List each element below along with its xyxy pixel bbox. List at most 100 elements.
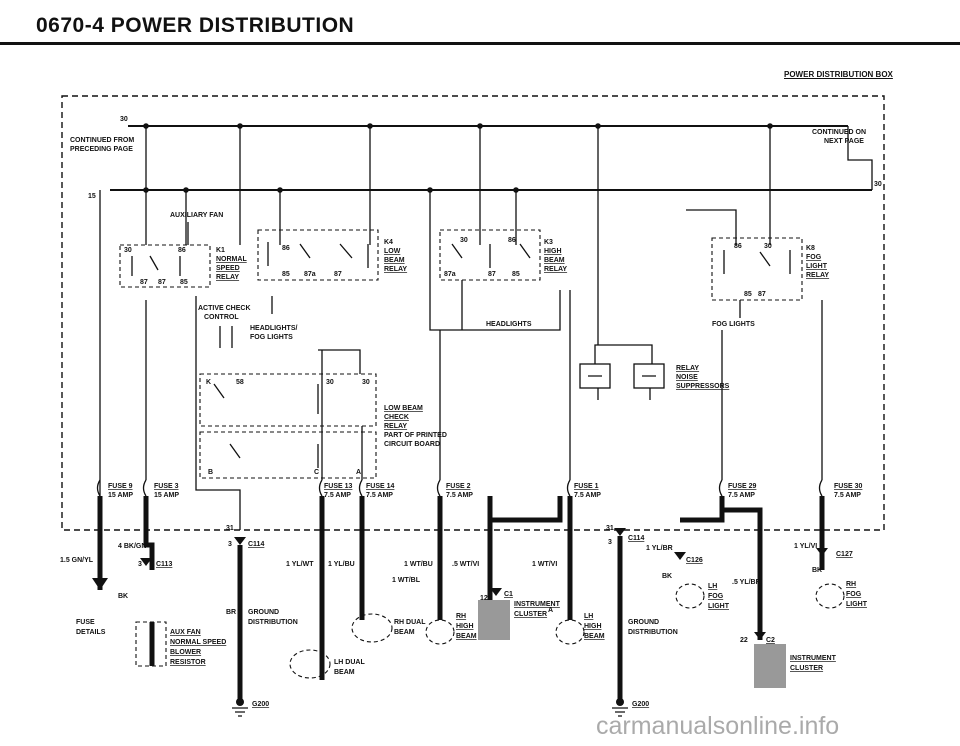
k1-pin-87b: 87 <box>140 279 148 286</box>
check-pin-k: K <box>206 379 211 386</box>
fuse-3-name: FUSE 3 <box>154 483 179 490</box>
aux-fan-bracket <box>135 621 167 667</box>
conn-pin3c: 3 <box>608 539 612 546</box>
relay-k3: K3 HIGH BEAM RELAY 30 86 87a 87 85 <box>439 229 567 281</box>
wire-5-ylbr: .5 YL/BR <box>732 579 761 586</box>
conn-pin-a: A <box>548 607 553 614</box>
continued-from-line1: CONTINUED FROM <box>70 137 134 144</box>
instrument-a-line1: INSTRUMENT <box>514 601 561 608</box>
power-distribution-box-label: POWER DISTRIBUTION BOX <box>784 70 893 79</box>
lh-fog-line1: LH <box>708 583 717 590</box>
rh-high-line2: HIGH <box>456 623 474 630</box>
noise-suppressors: RELAY NOISE SUPPRESSORS <box>579 344 730 400</box>
wire-bk-b: BK <box>662 573 672 580</box>
headlights-fog-line2: FOG LIGHTS <box>250 334 293 341</box>
k3-feeds <box>479 126 517 245</box>
active-check-drops <box>219 296 273 348</box>
rh-fog-line1: RH <box>846 581 856 588</box>
lh-dual-line1: LH DUAL <box>334 659 365 666</box>
k1-pin-30: 30 <box>124 247 132 254</box>
lh-fog-line3: LIGHT <box>708 603 730 610</box>
bus-junctions <box>143 123 773 193</box>
wire-1-ylbu: 1 YL/BU <box>328 561 355 568</box>
fuse-3-amp: 15 AMP <box>154 492 179 499</box>
conn-c114-b: C114 <box>628 535 644 542</box>
k8-pin-87: 87 <box>758 291 766 298</box>
fuse-14-amp: 7.5 AMP <box>366 492 393 499</box>
relay-k3-line3: RELAY <box>544 266 567 273</box>
k8-pin-30: 30 <box>764 243 772 250</box>
fuse-1-name: FUSE 1 <box>574 483 599 490</box>
check-pin-30a: 30 <box>326 379 334 386</box>
conn-c126: C126 <box>686 557 703 564</box>
check-pin-30b: 30 <box>362 379 370 386</box>
aux-fan-line1: AUX FAN <box>170 629 201 636</box>
fuse-feeds <box>145 290 823 480</box>
fuse-29-name: FUSE 29 <box>728 483 757 490</box>
continued-from-line2: PRECEDING PAGE <box>70 146 133 153</box>
fuse-details-arrow <box>92 578 108 590</box>
k4-pin-86: 86 <box>282 245 290 252</box>
lh-high-line1: LH <box>584 613 593 620</box>
relay-k4-line3: RELAY <box>384 266 407 273</box>
connectors: C113 3 31 3 C114 31 3 C114 C126 C127 12 … <box>138 525 853 644</box>
conn-c2: C2 <box>766 637 775 644</box>
relay-k1-id: K1 <box>216 247 225 254</box>
conn-c127: C127 <box>836 551 853 558</box>
k8-pin-85: 85 <box>744 291 752 298</box>
aux-fan-line4: RESISTOR <box>170 659 206 666</box>
conn-c114-a: C114 <box>248 541 264 548</box>
harness-wires <box>97 496 825 700</box>
k4-pin-87: 87 <box>334 271 342 278</box>
k8-pin-86: 86 <box>734 243 742 250</box>
k1-feeds <box>145 126 187 245</box>
fuse-13-name: FUSE 13 <box>324 483 353 490</box>
ground-g200-b: G200 <box>632 701 649 708</box>
check-relay-line2: CHECK <box>384 414 409 421</box>
conn-pin3a: 3 <box>138 561 142 568</box>
lamps <box>289 583 845 679</box>
k3-pin-86: 86 <box>508 237 516 244</box>
instrument-b-line1: INSTRUMENT <box>790 655 837 662</box>
wire-5-wtvi: .5 WT/VI <box>452 561 479 568</box>
watermark: carmanualsonline.info <box>596 712 840 740</box>
check-pin-58: 58 <box>236 379 244 386</box>
relay-k1-line2: SPEED <box>216 265 240 272</box>
fuse-14-name: FUSE 14 <box>366 483 395 490</box>
distribution-box-outline <box>61 95 885 531</box>
fog-lights-label: FOG LIGHTS <box>712 321 755 328</box>
fuse-29-amp: 7.5 AMP <box>728 492 755 499</box>
fuse-9-name: FUSE 9 <box>108 483 133 490</box>
wire-1-ylvi: 1 YL/VI <box>794 543 817 550</box>
relay-k8-line3: RELAY <box>806 272 829 279</box>
headlights-label: HEADLIGHTS <box>486 321 532 328</box>
fuse-2-name: FUSE 2 <box>446 483 471 490</box>
wire-1-ylbr: 1 YL/BR <box>646 545 673 552</box>
conn-c113: C113 <box>156 561 172 568</box>
conn-pin22: 22 <box>740 637 748 644</box>
rh-dual-line2: BEAM <box>394 629 415 636</box>
instrument-cluster-b-block <box>754 644 786 688</box>
wire-1-wtbu: 1 WT/BU <box>404 561 433 568</box>
fuse-row: FUSE 9 15 AMP FUSE 3 15 AMP FUSE 13 7.5 … <box>96 479 863 499</box>
relay-k4-line1: LOW <box>384 248 401 255</box>
terminal-15-left: 15 <box>88 193 96 200</box>
ground-dist-b-line1: GROUND <box>628 619 659 626</box>
relay-k8: K8 FOG LIGHT RELAY 86 30 85 87 <box>711 237 829 301</box>
k1-pin-85: 85 <box>180 279 188 286</box>
bus-link-right <box>847 126 873 190</box>
k1-pin-86: 86 <box>178 247 186 254</box>
ground-symbols <box>232 698 628 717</box>
k8-feeds <box>686 126 771 245</box>
wire-4-bkgn: 4 BK/GN <box>118 543 146 550</box>
k3-pin-85: 85 <box>512 271 520 278</box>
k3-pin-30: 30 <box>460 237 468 244</box>
lh-high-line3: BEAM <box>584 633 605 640</box>
aux-fan-line2: NORMAL SPEED <box>170 639 226 646</box>
wire-bk-c: BK <box>812 567 822 574</box>
fuse-1-amp: 7.5 AMP <box>574 492 601 499</box>
relay-k3-line1: HIGH <box>544 248 562 255</box>
headlights-fog-line1: HEADLIGHTS/ <box>250 325 298 332</box>
wire-1-ylwt: 1 YL/WT <box>286 561 314 568</box>
